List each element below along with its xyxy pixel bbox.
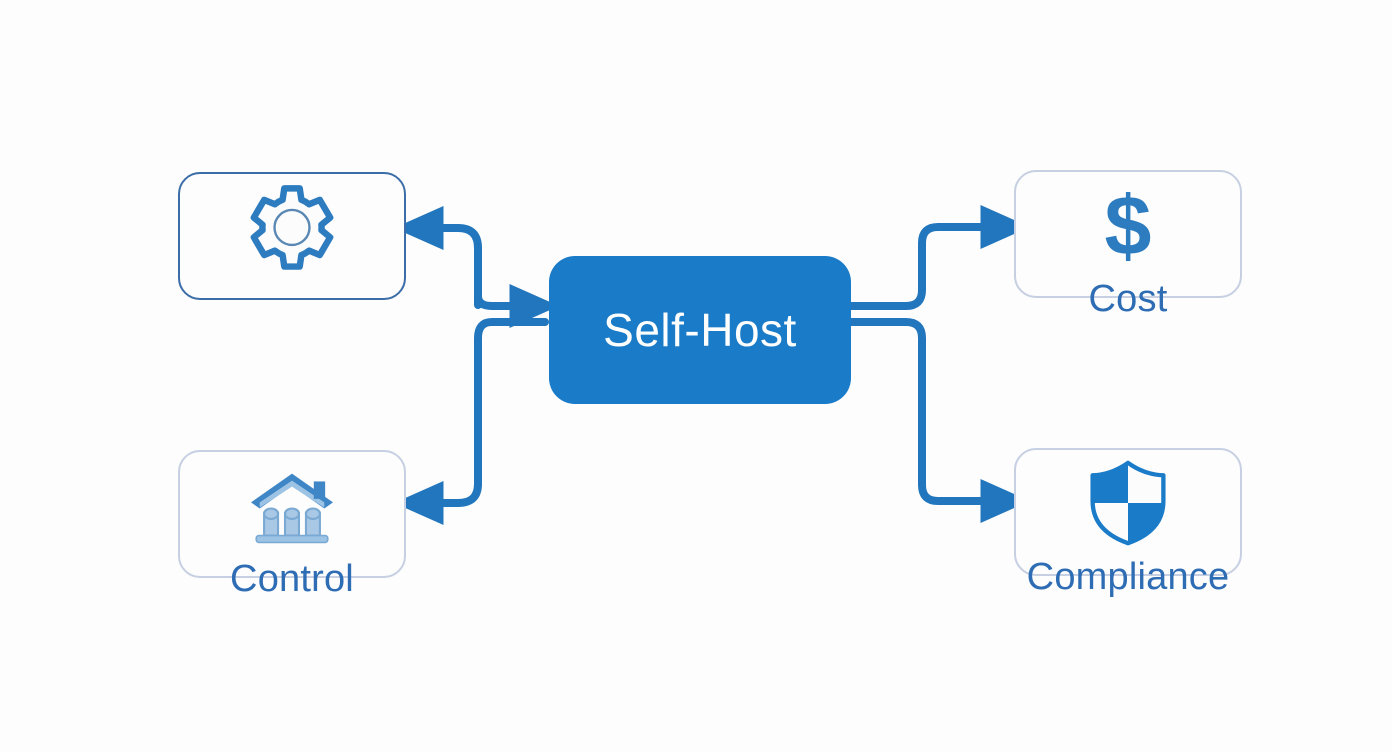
bank-icon: [251, 473, 333, 544]
dollar-icon: $: [1105, 181, 1152, 269]
hub-node-self-host[interactable]: Self-Host: [549, 256, 851, 404]
hub-label: Self-Host: [603, 304, 797, 356]
node-gear[interactable]: [178, 172, 406, 300]
shield-icon-wrap: [1016, 460, 1240, 546]
node-control-label: Control: [230, 558, 354, 600]
gear-icon-wrap: [180, 185, 404, 270]
svg-text:$: $: [1105, 181, 1152, 269]
edge-trunk-stub: [394, 318, 549, 525]
node-compliance[interactable]: Compliance: [1014, 448, 1242, 596]
node-cost-label: Cost: [1088, 278, 1168, 320]
bank-icon-wrap: [180, 466, 404, 544]
node-control[interactable]: Control: [178, 450, 406, 598]
edge-trunk-to-gear: [394, 206, 482, 309]
gear-icon: [250, 185, 334, 270]
node-compliance-label: Compliance: [1026, 556, 1230, 598]
dollar-icon-wrap: $: [1016, 181, 1240, 269]
node-cost[interactable]: $ Cost: [1014, 170, 1242, 318]
shield-icon: [1090, 460, 1166, 546]
edge-hub-to-compliance: [847, 318, 1030, 523]
edge-trunk-to-hub: [474, 244, 559, 328]
